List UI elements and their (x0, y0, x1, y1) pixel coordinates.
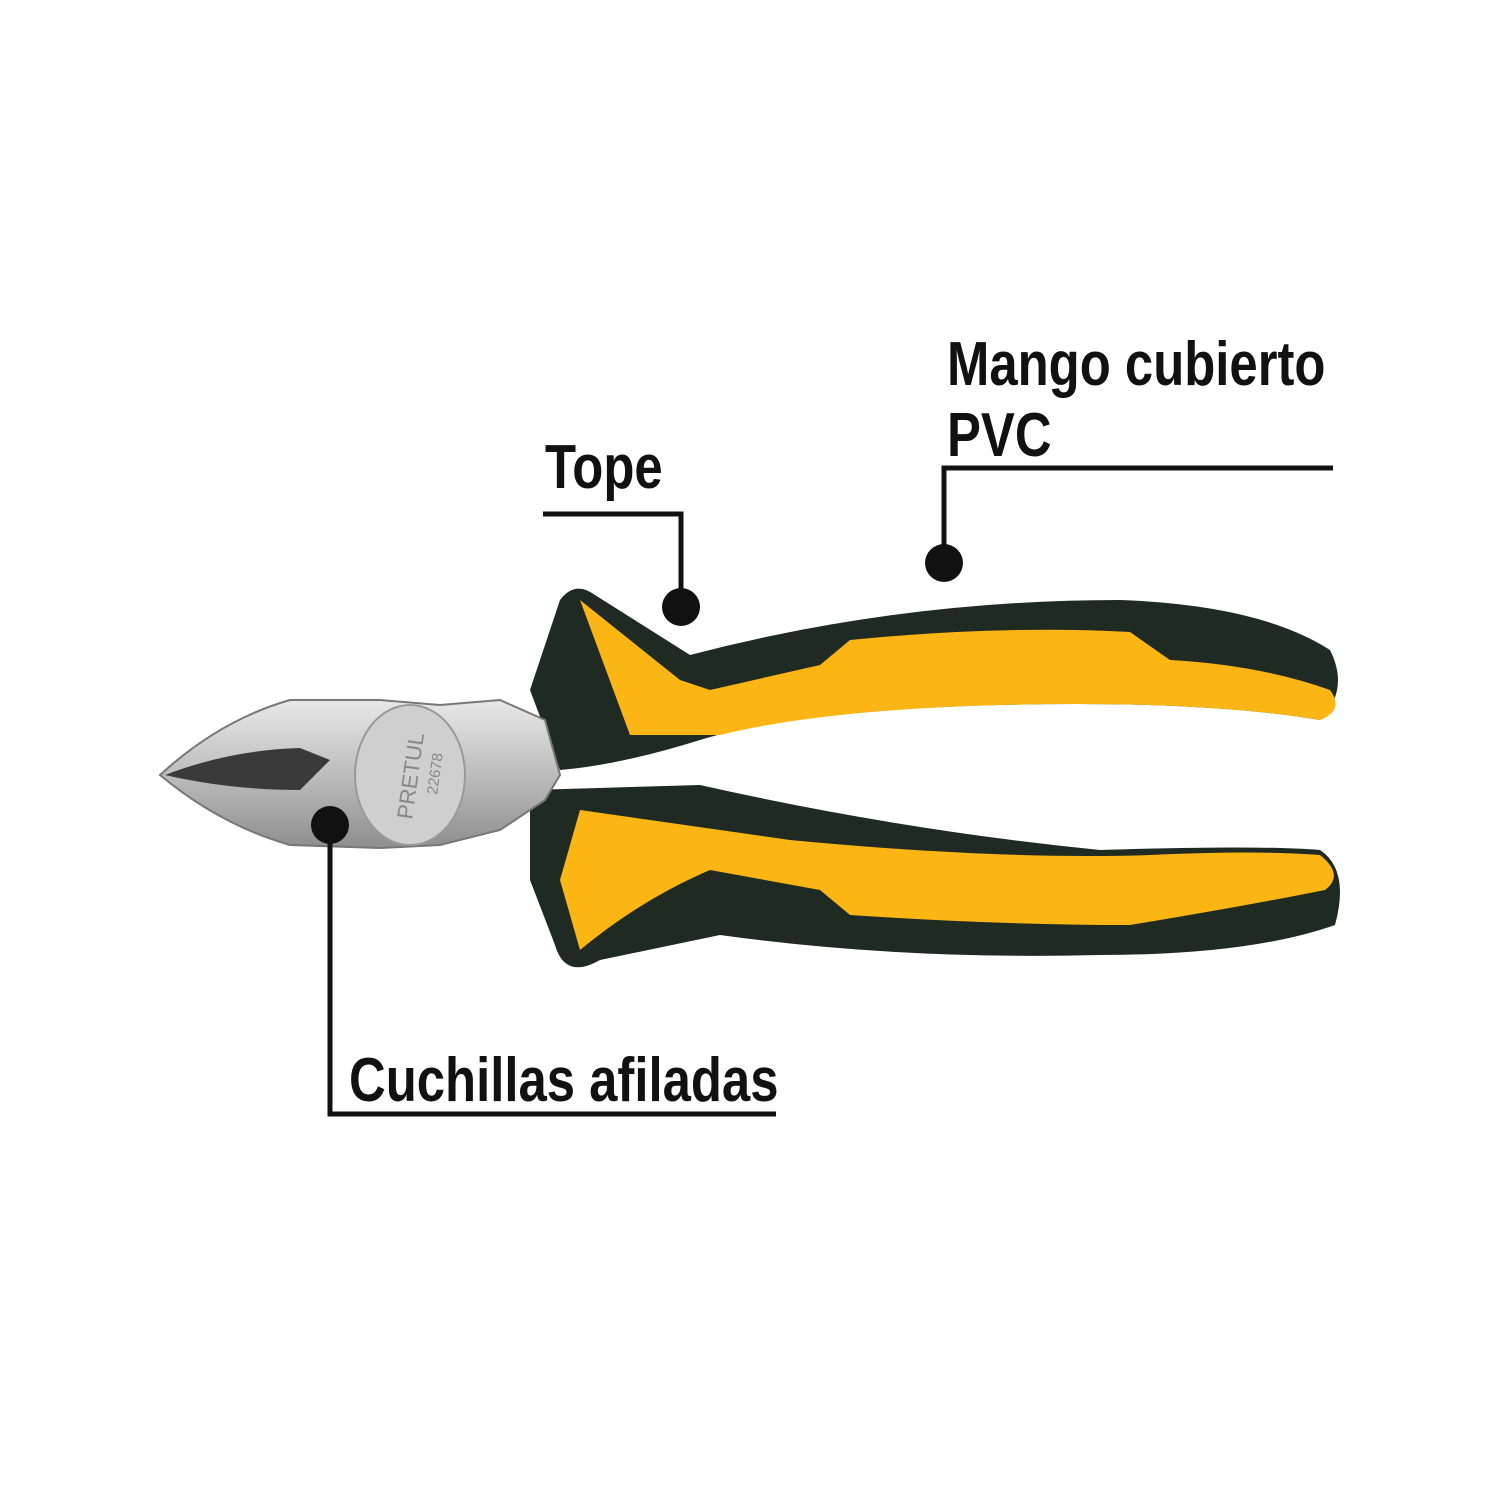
leader-lines (327, 465, 1333, 1117)
model-engraving: 22678 (424, 752, 447, 796)
upper-handle (530, 588, 1338, 770)
cuchillas-marker-dot (311, 806, 349, 844)
mango-leader (941, 465, 1333, 560)
tope-leader (543, 511, 684, 600)
mango-label-line2: PVC (947, 401, 1052, 470)
mango-marker-dot (925, 544, 963, 582)
pliers-head: PRETUL 22678 (158, 698, 562, 850)
mango-label-line1: Mango cubierto (947, 330, 1326, 399)
tope-marker-dot (662, 588, 700, 626)
tope-label: Tope (545, 433, 663, 502)
cuchillas-leader (327, 828, 776, 1117)
cuchillas-label: Cuchillas afiladas (349, 1046, 779, 1115)
lower-handle (530, 785, 1340, 968)
